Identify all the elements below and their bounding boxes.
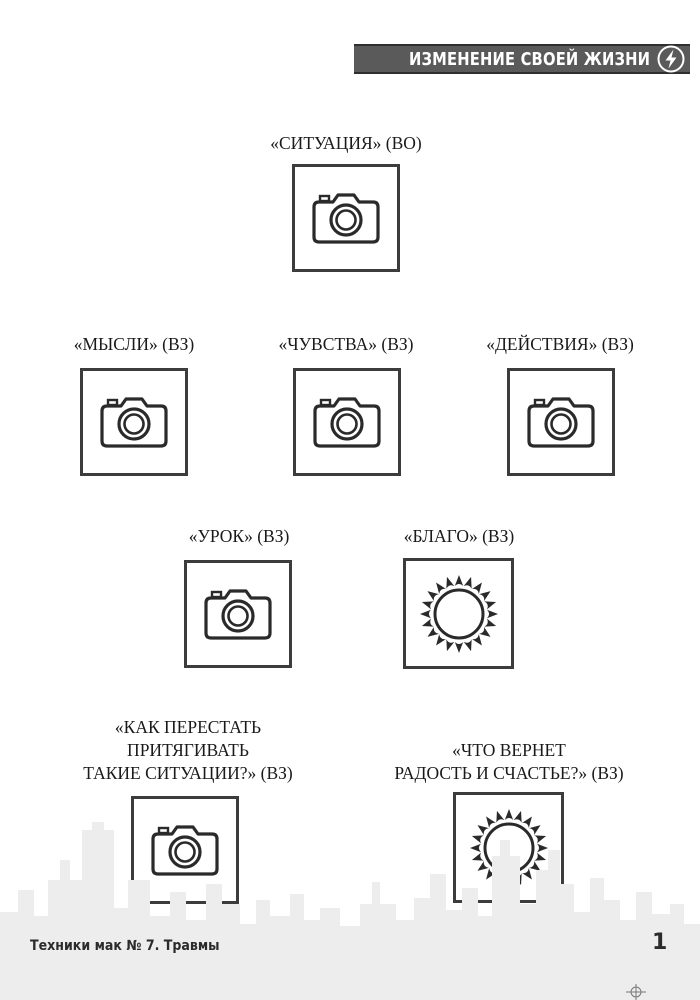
sun-ray	[469, 843, 481, 852]
sun-ray	[495, 810, 504, 823]
lesson-card	[184, 560, 292, 668]
label-what-returns-joy-line-1: «ЧТО ВЕРНЕТ	[452, 740, 566, 760]
sun-ray	[471, 834, 484, 843]
label-thoughts: «МЫСЛИ» (ВЗ)	[74, 333, 195, 356]
label-lesson-line: «УРОК» (ВЗ)	[188, 526, 290, 546]
sun-icon	[419, 574, 498, 653]
camera-icon	[100, 397, 168, 448]
label-thoughts-line: «МЫСЛИ» (ВЗ)	[73, 334, 195, 354]
sun-ray	[478, 590, 491, 601]
sun-ray	[476, 860, 489, 871]
camera-icon	[527, 397, 595, 448]
sun-ray	[483, 618, 496, 627]
sun-ray	[426, 590, 439, 601]
sun-ray	[536, 843, 548, 852]
sun-ray	[521, 815, 532, 828]
header-title: ИЗМЕНЕНИЕ СВОЕЙ ЖИЗНИ	[408, 48, 650, 70]
lightning-bolt-icon	[657, 45, 685, 73]
camera-icon	[204, 589, 272, 640]
thoughts-card	[80, 368, 188, 476]
situation-card	[292, 164, 400, 272]
label-how-to-stop-line-1: «КАК ПЕРЕСТАТЬ	[114, 717, 262, 737]
camera-icon	[151, 825, 219, 876]
sun-ray	[485, 815, 496, 828]
sun-ray	[454, 574, 463, 586]
footer-title: Техники мак № 7. Травмы	[30, 938, 220, 954]
sun-ray	[454, 641, 463, 653]
label-good: «БЛАГО» (ВЗ)	[404, 525, 514, 548]
header-banner: ИЗМЕНЕНИЕ СВОЕЙ ЖИЗНИ	[354, 44, 690, 74]
sun-ray	[463, 638, 472, 651]
page-number: 1	[652, 930, 668, 955]
good-card	[403, 558, 514, 669]
sun-ray	[419, 609, 431, 618]
sun-ray	[471, 633, 482, 646]
label-feelings-line: «ЧУВСТВА» (ВЗ)	[278, 334, 414, 354]
sun-ray	[426, 626, 439, 637]
label-how-to-stop: «КАК ПЕРЕСТАТЬ ПРИТЯГИВАТЬ ТАКИЕ СИТУАЦИ…	[83, 716, 292, 785]
sun-ray	[421, 618, 434, 627]
label-what-returns-joy: «ЧТО ВЕРНЕТ РАДОСТЬ И СЧАСТЬЕ?» (ВЗ)	[394, 739, 623, 785]
sun-ray	[445, 638, 454, 651]
camera-icon	[313, 397, 381, 448]
sun-ray	[435, 633, 446, 646]
sun-ray	[513, 810, 522, 823]
label-good-line: «БЛАГО» (ВЗ)	[403, 526, 515, 546]
label-actions: «ДЕЙСТВИЯ» (ВЗ)	[486, 333, 634, 356]
sun-ray	[533, 834, 546, 843]
crop-mark-icon	[626, 984, 646, 1000]
sun-ray	[471, 581, 482, 594]
sun-ray	[504, 808, 513, 820]
label-how-to-stop-line-2: ПРИТЯГИВАТЬ	[127, 740, 249, 760]
label-feelings: «ЧУВСТВА» (ВЗ)	[279, 333, 414, 356]
sun-ray	[421, 600, 434, 609]
label-actions-line: «ДЕЙСТВИЯ» (ВЗ)	[486, 334, 634, 354]
label-lesson: «УРОК» (ВЗ)	[189, 525, 290, 548]
sun-ray	[463, 576, 472, 589]
city-skyline-decoration	[0, 822, 700, 1000]
sun-ray	[476, 824, 489, 835]
camera-icon	[312, 193, 380, 244]
sun-ray	[435, 581, 446, 594]
sun-ray	[486, 609, 498, 618]
sun-ray	[471, 852, 484, 861]
feelings-card	[293, 368, 401, 476]
sun-ray	[528, 824, 541, 835]
label-what-returns-joy-line-2: РАДОСТЬ И СЧАСТЬЕ?» (ВЗ)	[394, 763, 624, 783]
sun-ray	[483, 600, 496, 609]
sun-ray	[521, 867, 532, 880]
label-how-to-stop-line-3: ТАКИЕ СИТУАЦИИ?» (ВЗ)	[83, 763, 293, 783]
sun-ray	[533, 852, 546, 861]
label-situation-line: «СИТУАЦИЯ» (ВО)	[270, 133, 422, 153]
sun-ray	[485, 867, 496, 880]
sun-ray	[445, 576, 454, 589]
sun-ray	[478, 626, 491, 637]
actions-card	[507, 368, 615, 476]
label-situation: «СИТУАЦИЯ» (ВО)	[270, 132, 421, 155]
sun-ray	[528, 860, 541, 871]
